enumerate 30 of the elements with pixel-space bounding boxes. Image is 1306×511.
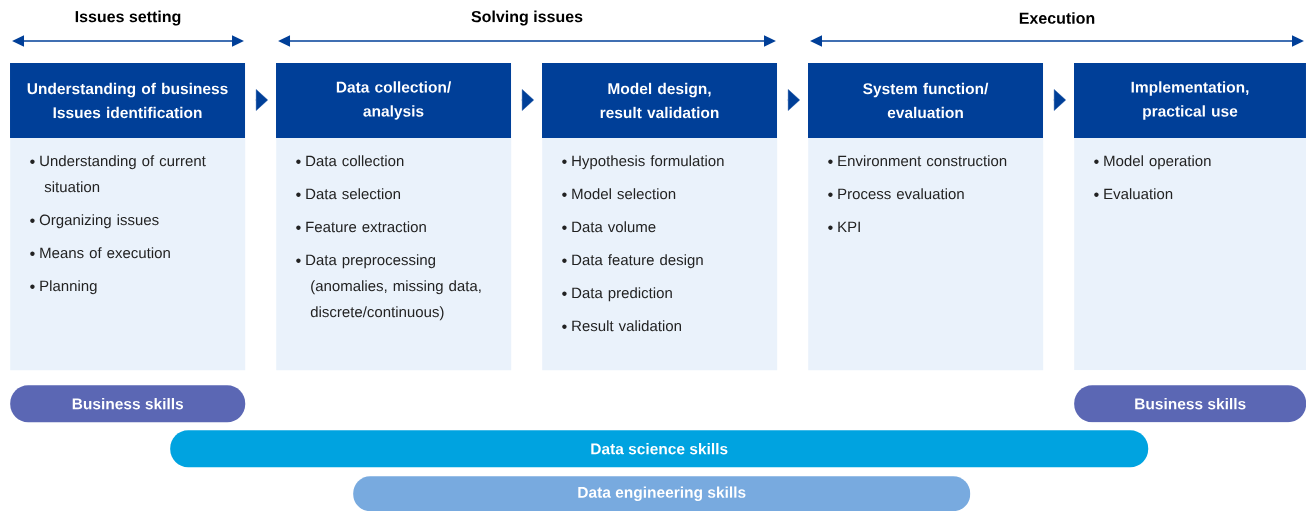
bullet-item: Feature extraction: [296, 221, 426, 233]
phase-heading: Issues setting: [75, 10, 181, 26]
skill-bar: Data engineering skills: [353, 476, 971, 511]
bullet-item: Process evaluation: [828, 188, 964, 200]
skill-bar: Data science skills: [170, 430, 1149, 468]
bullet-item: Result validation: [562, 320, 681, 332]
bullet-item: Organizing issues: [30, 214, 159, 229]
chevron-arrow: [521, 89, 534, 111]
bullet-item: Planning: [30, 280, 97, 295]
bullet-item: Model selection: [562, 188, 676, 200]
bullet-item: Means of execution: [30, 247, 170, 259]
skill-bar: Business skills: [10, 385, 246, 423]
chevron-arrow: [1053, 89, 1066, 111]
bullet-item: Evaluation: [1094, 188, 1173, 200]
bullet-item: Model operation: [1094, 155, 1211, 170]
bullet-item: Data preprocessing (anomalies, missing data, discrete/continuous): [296, 254, 481, 321]
bullet-item: Data volume: [562, 221, 656, 233]
bullet-item: Data selection: [296, 188, 400, 200]
bullet-item: Environment construction: [828, 155, 1007, 167]
bullet-item: Data prediction: [562, 287, 672, 302]
phase-heading: Solving issues: [471, 10, 583, 26]
skill-bar: Business skills: [1074, 385, 1306, 423]
bullet-item: KPI: [828, 221, 860, 233]
chevron-arrow: [787, 89, 800, 111]
bullet-item: Data collection: [296, 155, 404, 167]
bullet-item: Understanding of current situation: [30, 155, 206, 193]
phase-heading: Execution: [1019, 12, 1095, 24]
chevron-arrow: [255, 89, 268, 111]
bullet-item: Data feature design: [562, 254, 703, 269]
bullet-item: Hypothesis formulation: [562, 155, 724, 170]
